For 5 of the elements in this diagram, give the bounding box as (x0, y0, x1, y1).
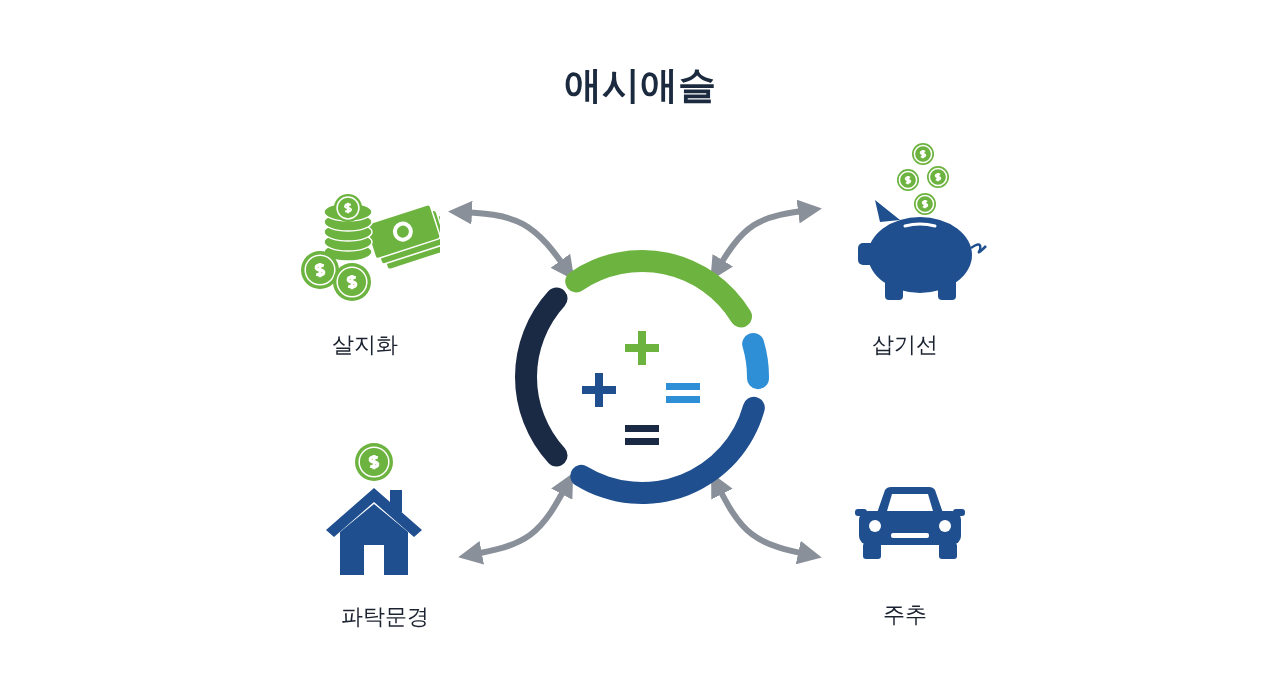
diagram-title: 애시애슬 (564, 62, 716, 109)
item-label: 살지화 (332, 331, 398, 359)
item-label: 삽기선 (872, 331, 938, 359)
item-label: 주추 (883, 601, 927, 629)
item-label: 파탁문경 (341, 603, 429, 631)
